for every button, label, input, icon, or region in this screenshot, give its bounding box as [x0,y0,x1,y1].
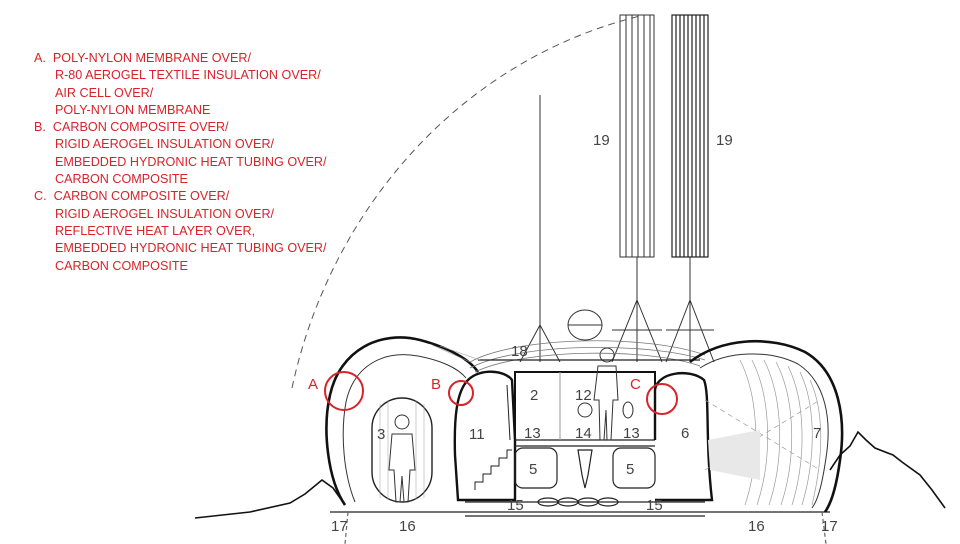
label-19-left: 19 [593,132,610,149]
label-16-right: 16 [748,518,765,535]
legend-layer: EMBEDDED HYDRONIC HEAT TUBING OVER/ [55,241,327,256]
label-17-left: 17 [331,518,348,535]
legend-layer: POLY-NYLON MEMBRANE [55,102,211,117]
center-floor [514,439,656,489]
left-core [453,370,517,502]
label-5-left: 5 [529,461,537,478]
mast-structure [519,95,715,363]
callout-circle-c [646,383,678,415]
label-2: 2 [530,387,538,404]
label-12: 12 [575,387,592,404]
label-13-right: 13 [623,425,640,442]
label-11: 11 [469,426,485,443]
legend-layer: REFLECTIVE HEAT LAYER OVER, [55,223,256,238]
assembly-legend: A. POLY-NYLON MEMBRANE OVER/ R-80 AEROGE… [34,50,394,275]
legend-layer: AIR CELL OVER/ [55,85,154,100]
legend-layer: CARBON COMPOSITE OVER/ [52,120,229,135]
roof-membrane [469,340,706,373]
center-fixtures [559,372,634,440]
right-pod-hatch [704,359,822,506]
label-17-right: 17 [821,518,838,535]
callout-circle-b [448,380,474,406]
right-pod-shell [689,339,844,513]
legend-layer: EMBEDDED HYDRONIC HEAT TUBING OVER/ [55,154,327,169]
right-core [653,372,714,502]
label-5-right: 5 [626,461,634,478]
label-3: 3 [377,426,385,443]
label-18: 18 [511,343,528,360]
legend-layer: R-80 AEROGEL TEXTILE INSULATION OVER/ [55,68,321,83]
callout-label-a: A [308,376,318,393]
legend-layer: RIGID AEROGEL INSULATION OVER/ [55,137,275,152]
legend-layer: POLY-NYLON MEMBRANE OVER/ [52,51,251,65]
stair [474,449,512,490]
legend-item-c: C. CARBON COMPOSITE OVER/ RIGID AEROGEL … [34,188,394,274]
left-pod-door [371,397,433,503]
callout-circle-a [324,371,364,411]
legend-layer: CARBON COMPOSITE OVER/ [53,189,230,204]
legend-letter: C. [34,189,47,204]
left-pod-shell [325,336,480,506]
floor-slab [330,497,830,544]
legend-item-b: B. CARBON COMPOSITE OVER/ RIGID AEROGEL … [34,119,394,188]
deployment-arc [291,15,641,389]
legend-layer: RIGID AEROGEL INSULATION OVER/ [55,206,275,221]
person-center [593,347,619,441]
legend-layer: CARBON COMPOSITE [55,258,188,273]
solar-panel-right [671,14,709,258]
legend-letter: B. [34,120,46,135]
callout-circles [324,371,678,415]
label-6: 6 [681,425,689,442]
legend-item-a: A. POLY-NYLON MEMBRANE OVER/ R-80 AEROGE… [34,50,394,119]
callout-label-c: C [630,376,641,393]
ground-left [194,478,346,519]
label-15-left: 15 [507,497,524,514]
legend-layer: CARBON COMPOSITE [55,172,188,187]
person-left [388,414,416,503]
solar-panel-left [619,14,655,258]
label-14: 14 [575,425,592,442]
label-13-left: 13 [524,425,541,442]
number-labels: 19 19 18 2 12 3 11 13 14 13 6 7 5 5 15 1… [331,132,838,535]
legend-letter: A. [34,51,46,65]
label-19-right: 19 [716,132,733,149]
label-16-left: 16 [399,518,416,535]
label-7: 7 [813,425,821,442]
label-15-right: 15 [646,497,663,514]
callout-label-b: B [431,376,441,393]
ground-right [829,430,946,509]
